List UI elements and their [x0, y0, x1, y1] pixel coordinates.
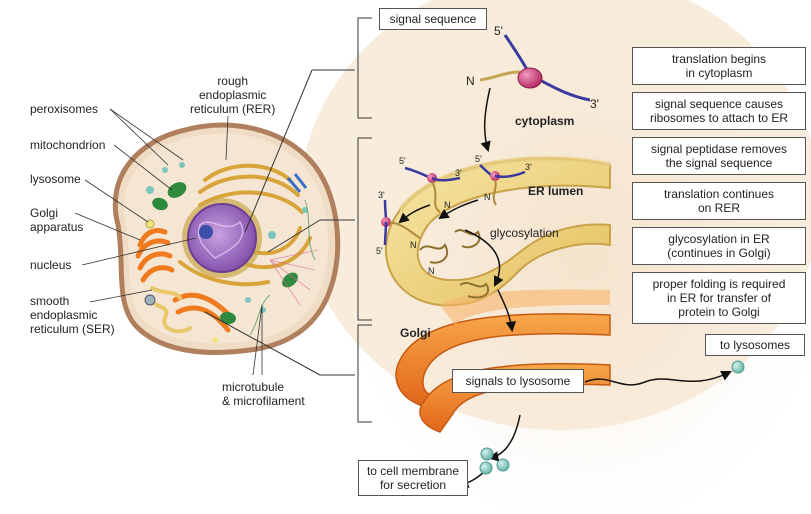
to-cell-membrane-box: to cell membrane for secretion — [358, 460, 468, 496]
step-box-4: translation continues on RER — [632, 182, 806, 220]
label-golgi: Golgi — [400, 326, 431, 340]
label-n-c: N — [410, 240, 417, 250]
step-box-1: translation begins in cytoplasm — [632, 47, 806, 85]
step-box-6: proper folding is required in ER for tra… — [632, 272, 806, 324]
golgi-stack-cell — [135, 228, 175, 283]
step-box-2: signal sequence causes ribosomes to atta… — [632, 92, 806, 130]
label-n-terminus: N — [466, 74, 475, 88]
label-microtubule: microtubule & microfilament — [222, 380, 305, 408]
label-er-lumen: ER lumen — [528, 184, 584, 198]
label-5prime-a: 5' — [399, 156, 406, 166]
label-peroxisomes: peroxisomes — [30, 102, 99, 116]
label-cytoplasm: cytoplasm — [515, 114, 575, 128]
secretory-vesicles — [479, 360, 745, 475]
label-rer: rough endoplasmic reticulum (RER) — [190, 74, 276, 116]
lysosome-vesicle — [731, 360, 745, 374]
label-nucleus: nucleus — [30, 258, 72, 272]
label-ser: smooth endoplasmic reticulum (SER) — [30, 294, 115, 336]
flow-arrows — [398, 87, 732, 488]
label-3prime-b: 3' — [525, 162, 532, 172]
nucleus-shape — [187, 203, 257, 273]
er-membrane — [384, 156, 611, 307]
step-box-3: signal peptidase removes the signal sequ… — [632, 137, 806, 175]
nucleolus — [199, 225, 213, 239]
label-mitochondrion: mitochondrion — [30, 138, 106, 152]
label-3prime-top: 3' — [590, 97, 599, 111]
cell-illustration — [112, 122, 341, 355]
cell-leader-lines — [74, 108, 263, 376]
to-lysosomes-box: to lysosomes — [705, 334, 805, 356]
step-box-5: glycosylation in ER (continues in Golgi) — [632, 227, 806, 265]
label-lysosome: lysosome — [30, 172, 81, 186]
label-5prime-b: 5' — [475, 154, 482, 164]
label-3prime-c: 3' — [378, 190, 385, 200]
label-n-a: N — [444, 200, 451, 210]
label-n-d: N — [428, 266, 435, 276]
free-ribosome-mrna — [479, 34, 591, 102]
centriole — [286, 173, 308, 193]
label-5prime-top: 5' — [494, 24, 503, 38]
signals-to-lysosome-box: signals to lysosome — [452, 369, 584, 393]
label-glycosylation: glycosylation — [490, 226, 559, 240]
label-3prime-a: 3' — [455, 168, 462, 178]
label-5prime-c: 5' — [376, 246, 383, 256]
mitochondrion-shape — [167, 182, 187, 198]
signal-sequence-box: signal sequence — [379, 8, 487, 30]
label-n-b: N — [484, 192, 491, 202]
er-bound-ribosomes — [381, 164, 526, 299]
connector-lines — [204, 17, 372, 423]
label-golgi-apparatus: Golgi apparatus — [30, 206, 84, 234]
